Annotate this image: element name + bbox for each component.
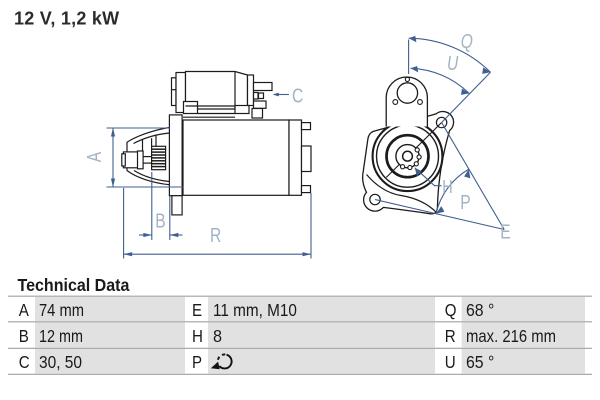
svg-text:65 °: 65 °	[466, 352, 494, 372]
svg-text:12 V, 1,2 kW: 12 V, 1,2 kW	[14, 9, 119, 29]
svg-text:H: H	[442, 176, 452, 197]
svg-text:8: 8	[213, 326, 222, 346]
svg-text:R: R	[445, 326, 456, 347]
svg-text:11 mm, M10: 11 mm, M10	[213, 300, 297, 320]
svg-text:H: H	[192, 326, 203, 347]
svg-text:B: B	[155, 209, 165, 231]
svg-text:12 mm: 12 mm	[39, 327, 83, 347]
svg-text:E: E	[500, 220, 510, 242]
svg-text:Q: Q	[445, 300, 457, 321]
svg-text:B: B	[19, 326, 29, 347]
svg-text:C: C	[19, 352, 30, 373]
svg-text:P: P	[460, 191, 470, 213]
svg-text:A: A	[19, 300, 30, 321]
svg-text:Technical Data: Technical Data	[18, 275, 130, 295]
svg-text:U: U	[447, 52, 459, 74]
svg-text:74 mm: 74 mm	[39, 300, 84, 320]
svg-text:68 °: 68 °	[466, 300, 494, 320]
svg-text:A: A	[83, 152, 105, 162]
svg-text:Q: Q	[461, 30, 473, 52]
svg-text:C: C	[292, 84, 303, 106]
svg-text:30, 50: 30, 50	[39, 352, 82, 372]
svg-text:U: U	[445, 352, 456, 373]
svg-text:max. 216 mm: max. 216 mm	[466, 327, 556, 347]
svg-text:P: P	[192, 352, 202, 373]
svg-text:R: R	[210, 224, 221, 246]
svg-text:E: E	[192, 300, 202, 321]
